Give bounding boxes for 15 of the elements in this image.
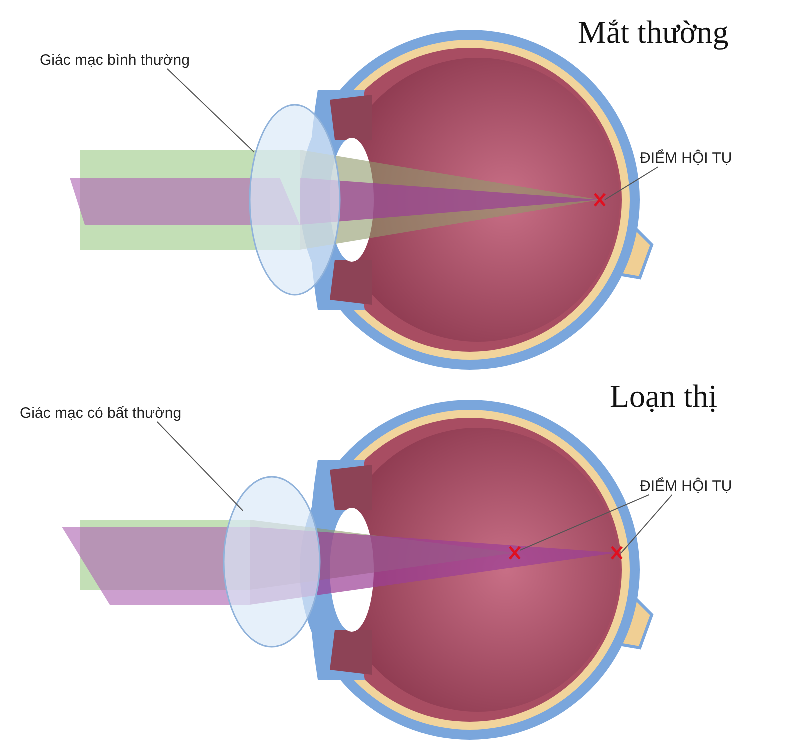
leader-line (604, 166, 659, 200)
callout-text: ĐIỂM HỘI TỤ (640, 150, 732, 167)
callout-text: Giác mạc có bất thường (20, 405, 182, 422)
panel-heading: Mắt thường (578, 14, 729, 51)
leader-line (621, 494, 673, 554)
leader-line (520, 494, 650, 552)
focal-point-mark (508, 546, 522, 560)
leader-line (156, 422, 244, 512)
focal-point-mark (610, 546, 624, 560)
callout-text: ĐIỂM HỘI TỤ (640, 478, 732, 495)
callout-text: Giác mạc bình thường (40, 52, 190, 69)
cornea-drawing (249, 104, 341, 296)
panel-heading: Loạn thị (610, 378, 718, 415)
focal-point-mark (594, 192, 606, 208)
cornea-drawing (223, 476, 321, 648)
